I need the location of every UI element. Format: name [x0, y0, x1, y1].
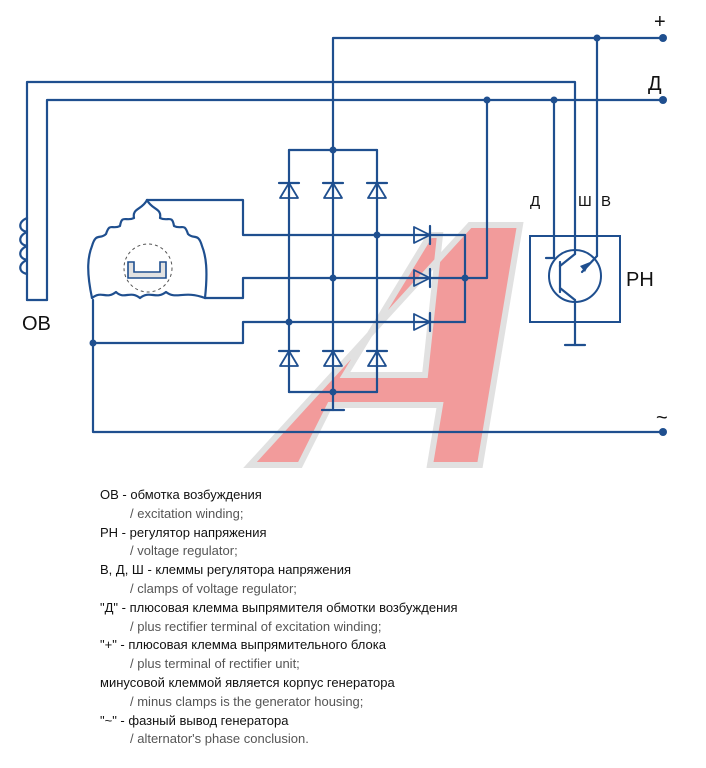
terminal-plus[interactable]: [659, 34, 667, 42]
legend-en: / plus terminal of rectifier unit;: [130, 656, 300, 672]
excitation-winding: [19, 216, 49, 302]
legend-ru: "Д" - плюсовая клемма выпрямителя обмотк…: [100, 599, 458, 615]
rectifier-bridge: [277, 148, 389, 412]
phase-b: [203, 276, 467, 300]
rn-label: РН: [626, 269, 654, 291]
diode: [413, 267, 432, 289]
legend-ru: В, Д, Ш - клеммы регулятора напряжения: [100, 562, 351, 578]
plus-bus: [331, 36, 665, 152]
phase-c: [91, 298, 467, 345]
terminal-phase[interactable]: [659, 428, 667, 436]
d-to-diodes: [463, 98, 489, 280]
legend-en: / alternator's phase conclusion.: [130, 731, 309, 747]
stator-winding: [87, 198, 208, 300]
ov-label: ОВ: [22, 313, 51, 335]
diode: [413, 311, 432, 333]
legend-ru: РН - регулятор напряжения: [100, 524, 267, 540]
diode: [413, 224, 432, 246]
phase-a: [145, 198, 467, 237]
legend-en: / excitation winding;: [130, 505, 244, 521]
legend-ru: "+" - плюсовая клемма выпрямительного бл…: [100, 637, 386, 653]
legend-en: / minus clamps is the generator housing;: [130, 693, 364, 709]
watermark-logo: [243, 222, 524, 468]
sh-line: [25, 80, 577, 302]
reg-v-label: В: [601, 193, 611, 210]
legend-en: / plus rectifier terminal of excitation …: [130, 618, 382, 634]
diode: [277, 349, 301, 367]
diode: [321, 181, 345, 199]
reg-sh-label: Ш: [578, 193, 592, 210]
legend: ОВ - обмотка возбуждения / excitation wi…: [100, 486, 690, 749]
terminal-d[interactable]: [659, 96, 667, 104]
wiring-diagram: + Д ~ ОВ РН Д Ш В: [19, 11, 668, 468]
voltage-regulator: [529, 230, 621, 347]
d-bus: [45, 98, 665, 302]
terminal-d-label: Д: [648, 73, 662, 95]
legend-en: / clamps of voltage regulator;: [130, 580, 297, 596]
legend-ru: ОВ - обмотка возбуждения: [100, 487, 262, 502]
legend-ru: "~" - фазный вывод генератора: [100, 712, 289, 728]
terminal-plus-label: +: [654, 11, 666, 33]
reg-d-label: Д: [530, 193, 540, 210]
diode: [365, 349, 389, 367]
diode: [321, 349, 345, 367]
phase-terminal-line: [91, 341, 665, 434]
diode: [277, 181, 301, 199]
diode: [365, 181, 389, 199]
legend-en: / voltage regulator;: [130, 543, 238, 559]
terminal-phase-label: ~: [656, 407, 668, 429]
legend-ru: минусовой клеммой является корпус генера…: [100, 674, 395, 690]
junction-dot: [89, 339, 97, 347]
